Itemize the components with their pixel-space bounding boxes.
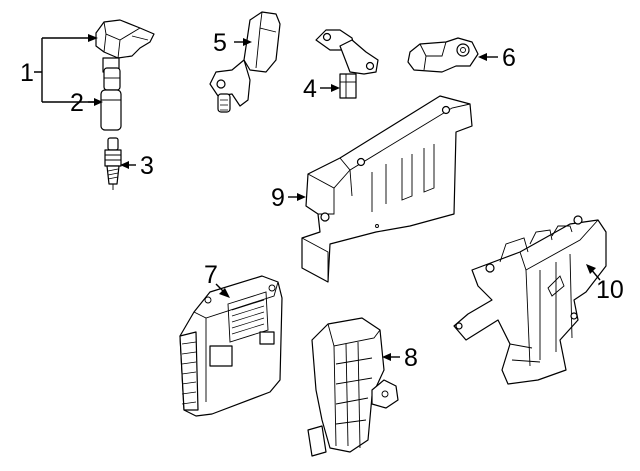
callout-2-label: 2 <box>70 89 84 117</box>
position-sensor-part <box>315 29 379 99</box>
ignition-coil-part <box>95 19 155 73</box>
spark-plug-part <box>104 137 122 190</box>
callout-6-leader <box>478 53 498 61</box>
sensor-bracket-part <box>209 11 281 113</box>
relay-carrier-part <box>453 215 607 385</box>
callout-3-label: 3 <box>140 152 154 180</box>
callout-6-label: 6 <box>502 44 516 72</box>
small-sensor-part <box>407 37 479 73</box>
callout-9-leader <box>288 193 306 201</box>
callout-3-leader <box>120 161 136 169</box>
callout-4-leader <box>320 84 340 92</box>
callout-7-label: 7 <box>204 261 218 289</box>
callout-8-leader <box>382 353 400 361</box>
callout-10-leader <box>586 264 601 281</box>
callout-5-leader <box>234 38 252 46</box>
callout-9-label: 9 <box>271 184 285 212</box>
callout-1-leader <box>34 34 98 103</box>
callout-10-label: 10 <box>596 276 624 304</box>
module-holder-part <box>307 317 399 457</box>
coil-boot-part <box>100 67 122 131</box>
mounting-bracket-part <box>301 95 473 283</box>
callout-8-label: 8 <box>404 344 418 372</box>
callout-2-leader <box>88 98 103 106</box>
callout-4-label: 4 <box>303 75 317 103</box>
callout-1-label: 1 <box>20 59 34 87</box>
callout-7-leader <box>215 283 230 298</box>
control-module-part <box>179 275 283 417</box>
callout-5-label: 5 <box>213 29 227 57</box>
